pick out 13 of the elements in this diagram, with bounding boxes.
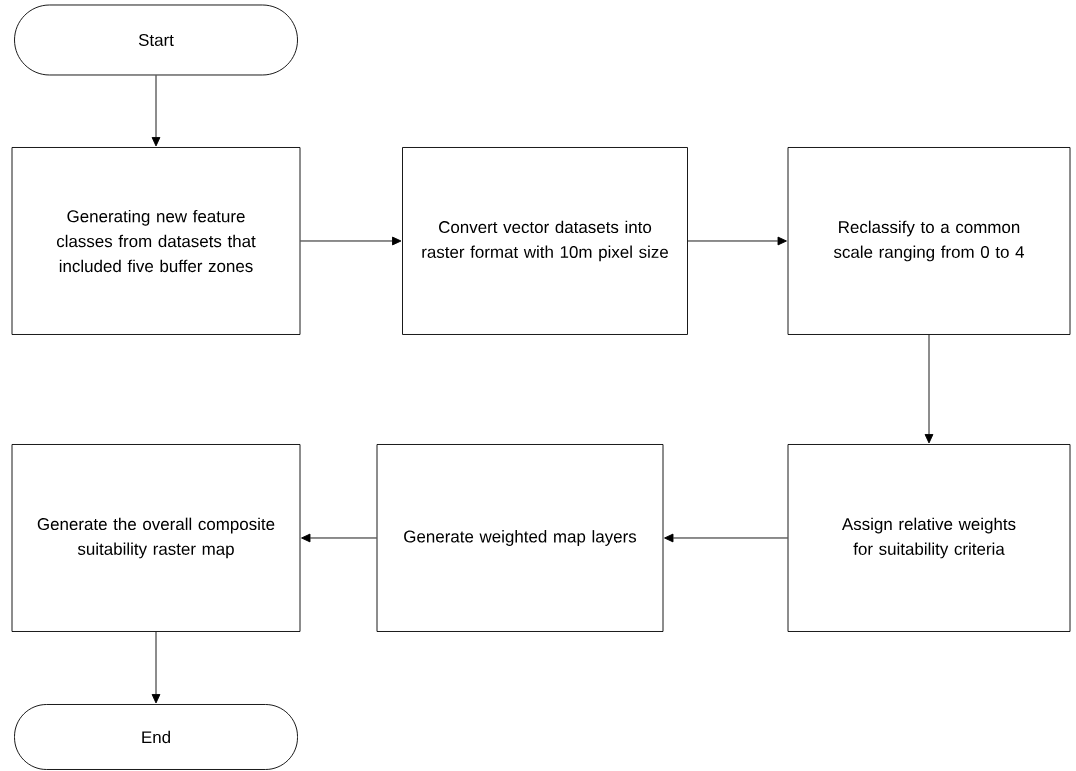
process-box: Generate weighted map layers xyxy=(376,444,664,632)
arrow xyxy=(664,533,788,543)
arrow xyxy=(151,631,161,704)
arrow xyxy=(924,334,934,444)
process-box: Convert vector datasets into raster format with 10m pixel size xyxy=(402,147,688,335)
arrow xyxy=(151,75,161,147)
process-box: Assign relative weights for suitability criteria xyxy=(787,444,1071,632)
process-box: Generating new feature classes from datasets that included five buffer zones xyxy=(11,147,301,335)
arrow xyxy=(687,236,787,246)
process-box: Reclassify to a common scale ranging from 0 to 4 xyxy=(787,147,1071,335)
arrow xyxy=(301,533,377,543)
arrow xyxy=(300,236,402,246)
process-box: Generate the overall composite suitability raster map xyxy=(11,444,301,632)
